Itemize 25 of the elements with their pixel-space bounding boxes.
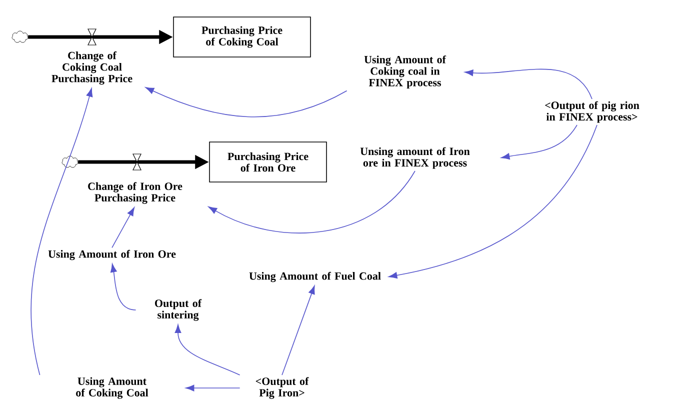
arrow xyxy=(174,324,240,376)
variable-label: <Output of pig rion in FINEX process> xyxy=(545,101,640,123)
stock-box: Purchasing Price of Iron Ore xyxy=(209,142,327,182)
arrow xyxy=(388,124,598,279)
variable-label: Output of sintering xyxy=(155,299,202,321)
arrow xyxy=(501,124,578,160)
variable-label: <Output of Pig Iron> xyxy=(256,377,309,399)
arrow xyxy=(208,170,416,234)
arrow xyxy=(110,264,136,310)
variable-label: Using Amount of Iron Ore xyxy=(48,250,176,260)
arrow xyxy=(282,286,315,376)
arrow xyxy=(30,88,93,376)
variable-label: Using Amount of Fuel Coal xyxy=(249,272,381,282)
cloud-symbol xyxy=(12,30,28,43)
variable-label: Using Amount of Coking Coal xyxy=(76,377,148,399)
arrow xyxy=(145,87,348,118)
variable-label: Using Amount of Coking coal in FINEX process xyxy=(364,55,446,89)
arrow xyxy=(464,68,592,100)
variable-label: Change of Iron Ore Purchasing Price xyxy=(88,182,182,204)
arrow xyxy=(112,207,135,248)
stock-box: Purchasing Price of Coking Coal xyxy=(173,16,311,58)
cloud-symbol xyxy=(62,156,78,168)
variable-label: Change of Coking Coal Purchasing Price xyxy=(52,51,132,85)
variable-label: Unsing amount of Iron ore in FINEX process xyxy=(360,147,470,169)
arrow xyxy=(186,384,240,392)
